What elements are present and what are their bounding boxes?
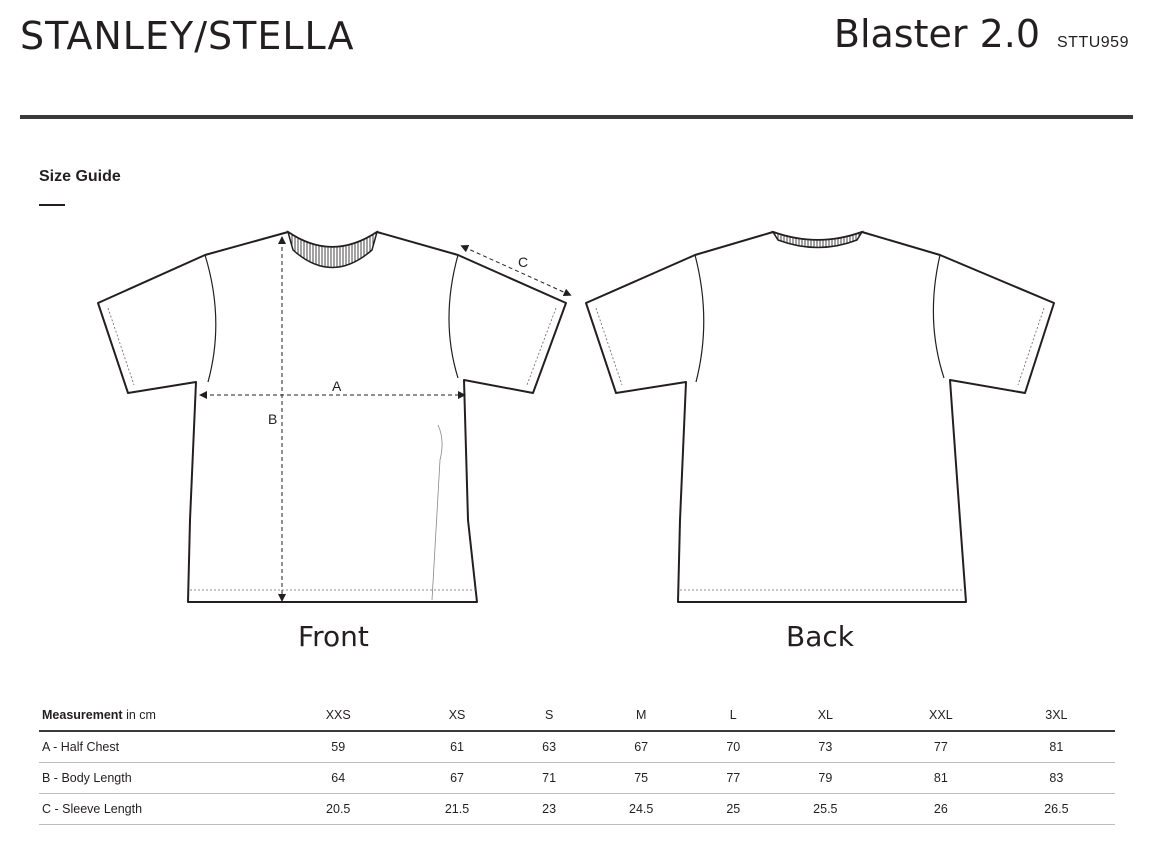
table-cell: 64 — [331, 771, 346, 785]
size-header: S — [544, 708, 554, 722]
back-label: Back — [786, 620, 854, 653]
size-header: M — [635, 708, 647, 722]
section-title: Size Guide — [39, 168, 121, 185]
table-cell: 73 — [818, 740, 833, 754]
table-cell: 61 — [450, 740, 464, 754]
size-header: L — [729, 708, 737, 722]
table-cell: 71 — [542, 771, 557, 785]
tshirt-illustration: A B C — [97, 230, 1055, 603]
front-tshirt: A B C — [97, 230, 572, 603]
size-header: XL — [817, 708, 833, 722]
table-cell: 81 — [1049, 740, 1064, 754]
table-cell: 75 — [634, 771, 649, 785]
size-table-header: Measurement in cm XXS XS S M L XL XXL 3X… — [39, 700, 1115, 731]
brand-logo: STANLEY/STELLA — [20, 14, 355, 58]
product-code: STTU959 — [1057, 34, 1129, 51]
row-label: C - Sleeve Length — [42, 802, 143, 816]
table-cell: 77 — [933, 740, 948, 754]
row-label: B - Body Length — [42, 771, 132, 785]
table-row: C - Sleeve Length 20.5 21.5 23 24.5 25 2… — [39, 794, 1115, 825]
table-cell: 63 — [542, 740, 557, 754]
table-cell: 79 — [818, 771, 833, 785]
front-label: Front — [298, 620, 369, 653]
marker-b: B — [268, 411, 277, 427]
size-table: Measurement in cm XXS XS S M L XL XXL 3X… — [39, 700, 1115, 825]
table-cell: 67 — [450, 771, 464, 785]
table-cell: 26 — [933, 802, 948, 816]
table-cell: 25.5 — [813, 802, 838, 816]
table-row: A - Half Chest 59 61 63 67 70 73 77 81 — [39, 731, 1115, 763]
table-cell: 24.5 — [629, 802, 654, 816]
table-cell: 81 — [933, 771, 948, 785]
table-cell: 67 — [634, 740, 649, 754]
table-row: B - Body Length 64 67 71 75 77 79 81 83 — [39, 763, 1115, 794]
table-cell: 20.5 — [326, 802, 351, 816]
table-cell: 83 — [1049, 771, 1064, 785]
sleeve-length-marker — [460, 245, 572, 296]
table-cell: 23 — [542, 802, 557, 816]
table-cell: 59 — [331, 740, 346, 754]
size-header: XXS — [325, 708, 351, 722]
size-header: XS — [448, 708, 466, 722]
header-divider — [20, 115, 1133, 119]
marker-c: C — [518, 254, 528, 270]
size-header: XXL — [929, 708, 953, 722]
table-cell: 25 — [726, 802, 741, 816]
product-name: Blaster 2.0 — [833, 12, 1040, 56]
table-cell: 21.5 — [444, 802, 470, 816]
section-underline — [39, 204, 65, 206]
marker-a: A — [332, 378, 342, 394]
table-cell: 70 — [726, 740, 741, 754]
row-label: A - Half Chest — [42, 740, 120, 754]
back-tshirt — [585, 230, 1055, 603]
table-cell: 77 — [726, 771, 741, 785]
size-header: 3XL — [1045, 708, 1068, 722]
table-cell: 26.5 — [1044, 802, 1069, 816]
measurement-header: Measurement in cm — [42, 708, 156, 722]
